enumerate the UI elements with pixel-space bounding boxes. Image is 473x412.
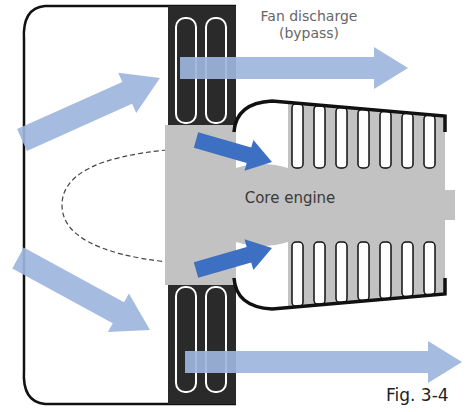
compressor-vane	[402, 113, 413, 168]
core-flow-arrow	[194, 239, 272, 277]
compressor-vane	[380, 242, 391, 299]
engine-part: Core engine	[165, 95, 460, 320]
node-outline	[165, 95, 460, 320]
intake-arrow	[12, 248, 150, 333]
fan-blade	[206, 287, 226, 392]
core-body	[165, 101, 455, 309]
core-engine-shape	[165, 101, 455, 309]
bypass-arrow	[180, 47, 408, 89]
bypass-arrow	[185, 341, 462, 383]
figure-caption: Fig. 3-4	[386, 385, 449, 405]
compressor-vane	[402, 242, 413, 297]
compressor-vane	[292, 104, 303, 168]
compressor-vane	[358, 242, 369, 301]
compressor-vane	[336, 108, 347, 168]
compressor-vane	[424, 242, 435, 295]
spinner-cone	[62, 150, 167, 262]
compressor-vane	[380, 111, 391, 168]
core-cowl	[234, 278, 445, 309]
compressor-vane	[358, 109, 369, 168]
core-cowl	[234, 101, 445, 132]
flow-label: Fan discharge (bypass)	[250, 8, 368, 42]
part-name: Core engine	[245, 189, 336, 207]
intake-arrow	[17, 73, 160, 151]
compressor-vane	[314, 242, 325, 304]
compressor-vane	[292, 242, 303, 306]
compressor-vane	[424, 115, 435, 168]
core-flow-arrow	[194, 132, 272, 170]
compressor-vane	[336, 242, 347, 302]
fan-blade	[176, 287, 196, 392]
compressor-vane	[314, 106, 325, 168]
